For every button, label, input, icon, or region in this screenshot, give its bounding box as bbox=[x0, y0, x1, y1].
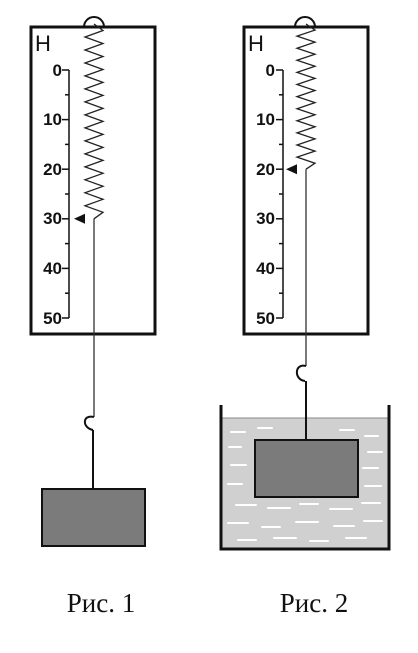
spring-2 bbox=[294, 23, 318, 170]
caption-1: Рис. 1 bbox=[67, 588, 135, 618]
top-loop-2 bbox=[294, 16, 316, 28]
weight-2 bbox=[254, 439, 359, 498]
scale-label-10: 10 bbox=[43, 110, 62, 129]
scale-label-10: 10 bbox=[256, 110, 275, 129]
top-loop-1 bbox=[83, 16, 105, 28]
scale-label-40: 40 bbox=[256, 259, 275, 278]
caption-2: Рис. 2 bbox=[280, 588, 348, 618]
scale-label-0: 0 bbox=[53, 61, 62, 80]
weight-1 bbox=[41, 488, 146, 547]
water-ripples bbox=[227, 427, 383, 542]
scale-label-20: 20 bbox=[256, 160, 275, 179]
hook-1 bbox=[83, 415, 95, 431]
scale-label-40: 40 bbox=[43, 259, 62, 278]
scale-label-30: 30 bbox=[43, 209, 62, 228]
vessel bbox=[219, 405, 391, 551]
scale-labels-1: 0 10 20 30 40 50 bbox=[43, 61, 62, 328]
scale-label-0: 0 bbox=[266, 61, 275, 80]
unit-label-1: Н bbox=[35, 31, 51, 56]
unit-label-2: Н bbox=[248, 31, 264, 56]
figure-1: Н 0 10 20 30 40 50 Рис. 1 bbox=[29, 16, 157, 618]
spring-1 bbox=[83, 23, 105, 220]
pointer-1 bbox=[74, 213, 85, 224]
figure-2: Н 0 10 20 30 40 50 bbox=[219, 16, 391, 618]
scale-label-30: 30 bbox=[256, 209, 275, 228]
scale-label-50: 50 bbox=[256, 309, 275, 328]
pointer-2 bbox=[286, 164, 297, 175]
scale-labels-2: 0 10 20 30 40 50 bbox=[256, 61, 275, 328]
hook-2 bbox=[295, 364, 307, 382]
scale-ticks-2 bbox=[276, 69, 283, 319]
scale-label-20: 20 bbox=[43, 160, 62, 179]
scale-ticks-1 bbox=[62, 69, 69, 319]
scale-label-50: 50 bbox=[43, 309, 62, 328]
